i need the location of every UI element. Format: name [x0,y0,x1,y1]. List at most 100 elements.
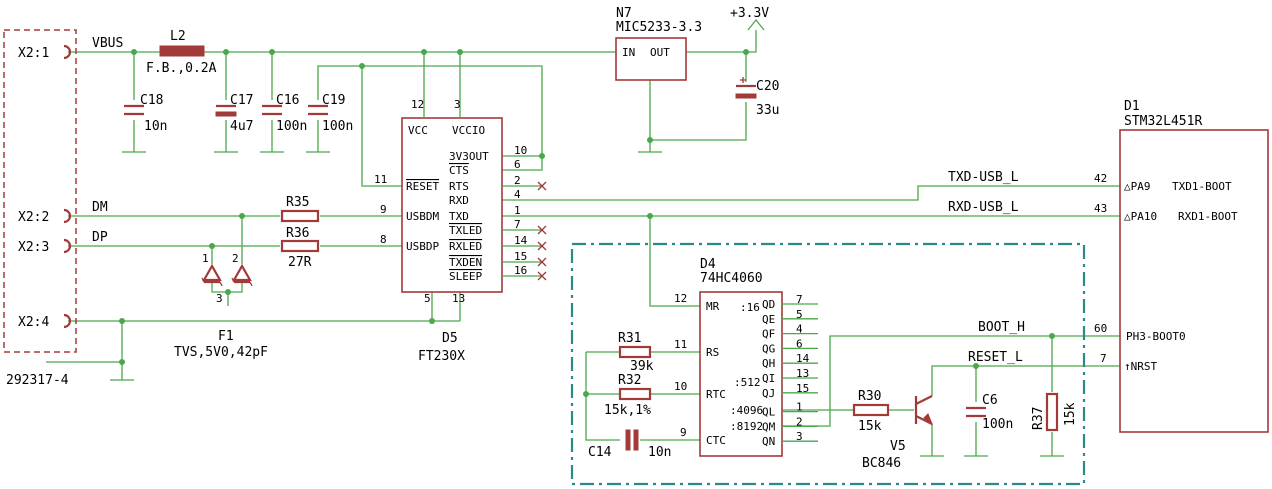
d4-pin-mr: MR [706,300,720,313]
r32-value: 15k,1% [604,403,651,418]
d4-pin-ctc-num: 9 [680,426,687,439]
x2-pin3-label: X2:3 [18,240,49,255]
r31-ref: R31 [618,331,641,346]
ft-pin-cts-num: 6 [514,158,521,171]
ft-pin-rxd: RXD [449,194,469,207]
d1-pin-42-num: 42 [1094,172,1107,185]
d5-value: FT230X [418,349,465,364]
d4-pin-qd: QD [762,298,775,311]
c18-value: 10n [144,119,167,134]
net-boot-label: BOOT_H [978,320,1025,335]
capacitor-c20: C20 33u [735,77,779,118]
ft-pin-sleep: SLEEP [449,270,482,283]
d1-value: STM32L451R [1124,114,1202,129]
ft-no-connects [502,181,547,281]
r32-ref: R32 [618,373,641,388]
n7-pin-out: OUT [650,46,670,59]
d4-div-512: :512 [734,376,761,389]
ft-pin-cts: CTS [449,164,469,177]
ft-pin-txd: TXD [449,210,469,223]
transistor-v5: V5 BC846 [862,395,934,471]
regulator-n7: N7 MIC5233-3.3 IN OUT [615,6,702,81]
d4-pin-ctc: CTC [706,434,726,447]
ft-pin-rxled-num: 14 [514,234,528,247]
d4-ref: D4 [700,257,716,272]
d4-pin-rs-num: 11 [674,338,687,351]
ft-pin-13-num: 13 [452,292,465,305]
ft-pin-usbdp-num: 8 [380,233,387,246]
ft-pin-5-num: 5 [424,292,431,305]
x2-pin1-label: X2:1 [18,46,49,61]
d4-pin-qn-num: 3 [796,430,803,443]
c6-ref: C6 [982,393,998,408]
r36-ref: R36 [286,226,309,241]
v5-value: BC846 [862,456,901,471]
d1-pin-60-num: 60 [1094,322,1107,335]
wires [46,18,1120,457]
d4-value: 74HC4060 [700,271,763,286]
ft-pin-3v3out-num: 10 [514,144,527,157]
resistor-r32: R32 15k,1% [604,373,651,418]
ft-pin-vcc-num: 12 [411,98,424,111]
d4-div-8192: :8192 [730,420,763,433]
ft-pin-txled-num: 7 [514,218,521,231]
d4-div-16: :16 [740,301,760,314]
ft-pin-txden: TXDEN [449,256,482,269]
net-reset-label: RESET_L [968,350,1023,365]
ic-d5-ft230x: FT230X D5 VCC VCCIO 12 3 5 13 RESET USBD… [374,98,528,364]
junctions [119,49,1055,397]
v5-ref: V5 [890,439,906,454]
c16-value: 100n [276,119,307,134]
d4-pin-qj-num: 15 [796,382,809,395]
d4-pin-qg: QG [762,342,775,355]
ft-pin-reset-num: 11 [374,173,387,186]
ft-pin-vccio: VCCIO [452,124,485,137]
capacitor-c6: C6 100n [966,393,1013,432]
n7-value: MIC5233-3.3 [616,20,702,35]
ft-pin-txled: TXLED [449,224,482,237]
d4-pin-qg-num: 6 [796,337,803,350]
inductor-l2: L2 F.B.,0.2A [146,29,217,76]
r37-ref: R37 [1031,407,1046,430]
d1-pin-nrst: ↑NRST [1124,360,1157,373]
d4-pin-ql-num: 1 [796,401,803,414]
d4-div-4096: :4096 [730,404,763,417]
c18-ref: C18 [140,93,163,108]
ft-pin-vccio-num: 3 [454,98,461,111]
r31-value: 39k [630,359,654,374]
c19-value: 100n [322,119,353,134]
l2-value: F.B.,0.2A [146,61,217,76]
resistor-r36: R36 27R [280,226,320,270]
d4-pin-qf: QF [762,328,775,341]
d4-pin-qn: QN [762,435,775,448]
supply-3v3-label: +3.3V [730,6,769,21]
x2-part-label: 292317-4 [6,373,69,388]
ft-pin-usbdp: USBDP [406,240,439,253]
capacitor-c18: C18 10n [124,93,167,134]
resistor-r37: R37 15k [1031,392,1078,432]
d4-pin-mr-num: 12 [674,292,687,305]
d1-pin-pa10-func: RXD1-BOOT [1178,210,1238,223]
net-dp-label: DP [92,230,108,245]
r36-value: 27R [288,255,312,270]
c17-ref: C17 [230,93,253,108]
c20-value: 33u [756,103,779,118]
f1-value: TVS,5V0,42pF [174,345,268,360]
d1-pin-pa9: △PA9 [1124,180,1151,193]
d1-pin-pa9-func: TXD1-BOOT [1172,180,1232,193]
capacitor-c14: C14 10n [588,429,671,460]
r37-value: 15k [1063,402,1078,426]
r30-value: 15k [858,419,882,434]
d4-pin-qm-num: 2 [796,415,803,428]
x2-pin4-label: X2:4 [18,315,49,330]
capacitor-c17: C17 4u7 [215,93,253,134]
d4-pin-qi: QI [762,372,775,385]
d4-pin-qi-num: 13 [796,367,809,380]
connector-x2: X2:1 X2:2 X2:3 X2:4 292317-4 [3,29,77,388]
d4-pin-ql: QL [762,406,776,419]
r35-ref: R35 [286,195,309,210]
oscillator-boundary [570,242,1086,486]
f1-pin3: 3 [216,292,223,305]
ft-pin-rts-num: 2 [514,174,521,187]
